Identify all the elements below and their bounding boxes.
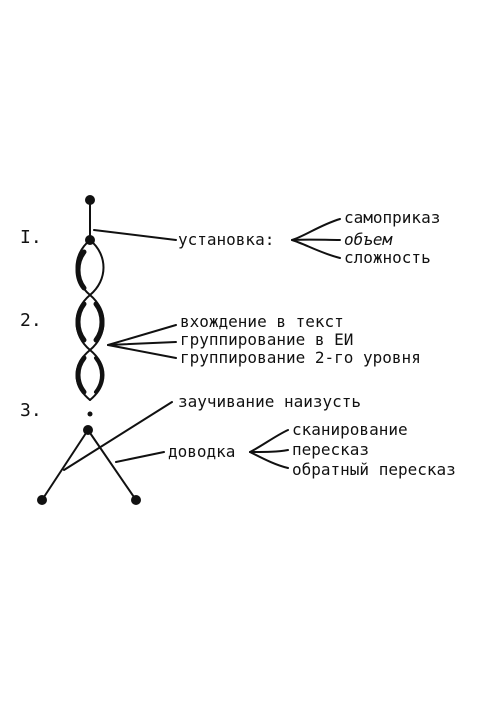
dovodka-connector: [115, 451, 165, 463]
dovodka-brace-bot: [249, 451, 289, 469]
helix-thick-left-2: [75, 301, 87, 343]
ustanovka-item-obem: объем: [344, 230, 393, 249]
zauchivanie-connector: [63, 401, 173, 471]
bottom-right-node: [131, 495, 141, 505]
stage-2-label: 2.: [20, 310, 42, 331]
ustanovka-item-slozhnost: сложность: [344, 248, 431, 267]
stage2-line-top: [107, 324, 177, 346]
fork-right: [87, 429, 137, 501]
ustanovka-label: установка:: [178, 230, 275, 249]
ustanovka-connector: [93, 229, 177, 241]
dovodka-brace-top: [249, 429, 289, 453]
stage-3-label: 3.: [20, 400, 42, 421]
ustanovka-item-samoprikaz: самоприказ: [344, 208, 441, 227]
helix-thick-left-3: [75, 355, 87, 395]
helix-thick-right-1: [93, 301, 105, 343]
stage2-line-bot: [107, 344, 177, 359]
dot-small: [87, 411, 93, 417]
stage-1-label: I.: [20, 227, 42, 248]
dovodka-item-pereskaz: пересказ: [292, 440, 370, 459]
dovodka-label: доводка: [168, 442, 236, 461]
dovodka-brace-mid: [249, 449, 289, 453]
helix-thick-right-3: [94, 356, 104, 394]
stage2-item-gruppirovanie-ei: группирование в ЕИ: [180, 330, 354, 349]
ustanovka-brace-bot: [291, 239, 341, 259]
stage2-item-vkhozhdenie: вхождение в текст: [180, 312, 344, 331]
bottom-left-node: [37, 495, 47, 505]
dovodka-item-obratnyj: обратный пересказ: [292, 460, 456, 479]
fork-left: [41, 429, 89, 501]
helix-thick-left-1: [75, 249, 87, 291]
zauchivanie-label: заучивание наизусть: [178, 392, 362, 411]
stage2-line-mid: [107, 341, 177, 346]
ustanovka-brace-top: [291, 218, 341, 241]
dovodka-item-skanirovanie: сканирование: [292, 420, 408, 439]
stage2-item-gruppirovanie-2: группирование 2-го уровня: [180, 348, 421, 367]
